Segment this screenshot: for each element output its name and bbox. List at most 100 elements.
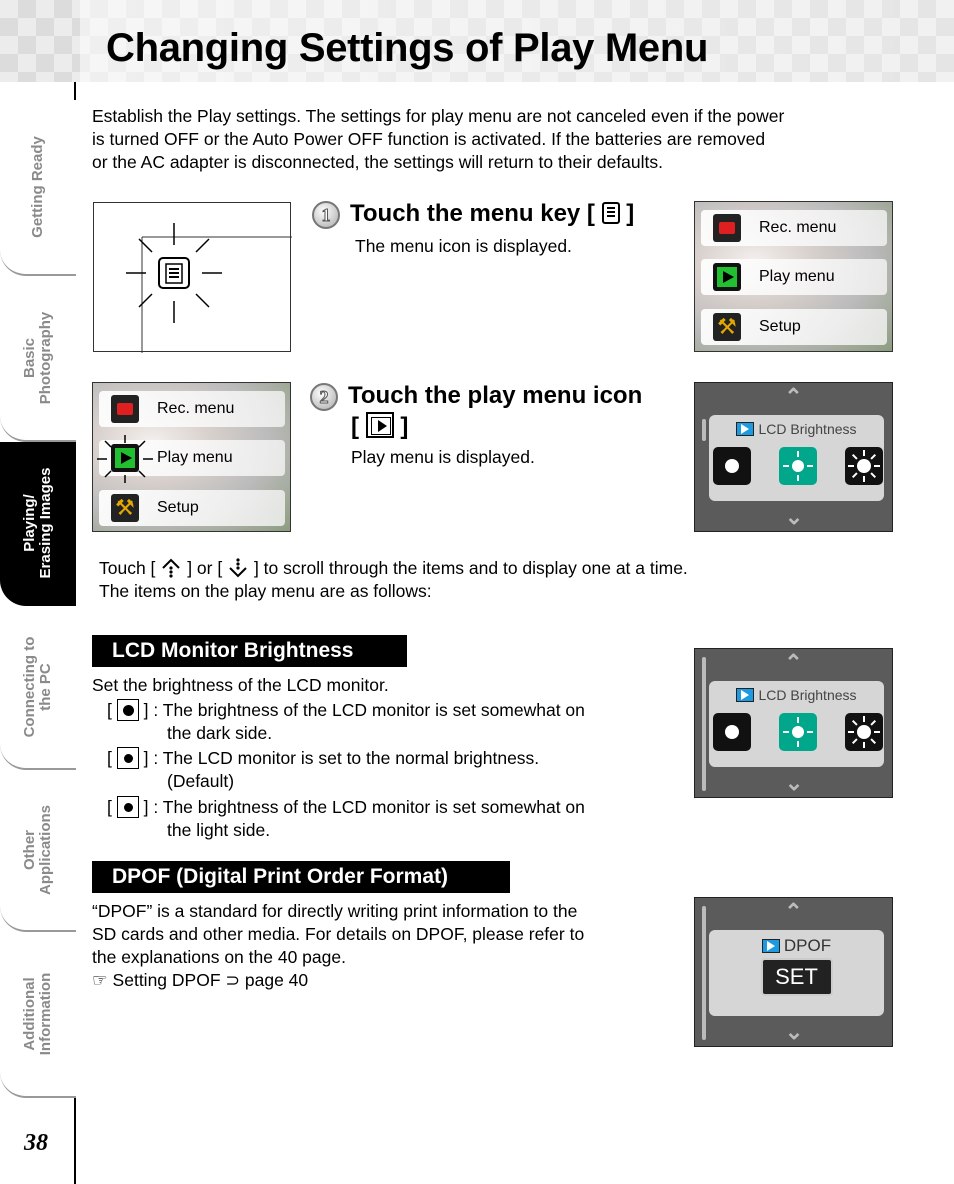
tab-playing-erasing[interactable]: Playing/ Erasing Images <box>0 442 76 606</box>
camera-icon <box>713 214 741 242</box>
dpof-line: SD cards and other media. For details on… <box>92 924 585 944</box>
scroll-up-icon <box>162 558 181 578</box>
menu-key-icon <box>601 202 620 224</box>
lcd-brightness-panel: LCD Brightness <box>709 681 884 767</box>
step2-heading: 2 Touch the play menu icon <box>310 382 642 411</box>
rec-menu-button[interactable]: Rec. menu <box>99 391 285 427</box>
step2-bracket-close: ] <box>400 413 409 440</box>
page-title: Changing Settings of Play Menu <box>106 26 709 70</box>
lcd-brightness-panel: LCD Brightness <box>709 415 884 501</box>
play-icon <box>761 939 780 953</box>
camera-menu-screen: Rec. menu Play menu Setup <box>694 201 893 352</box>
tab-label: Basic Photography <box>21 311 54 405</box>
camera-menu-screen-play-highlight: Rec. menu Play menu Setup <box>92 382 291 532</box>
lcd-item-dark: [ ] : The brightness of the LCD monitor … <box>107 699 677 745</box>
wrench-icon <box>713 313 741 341</box>
tab-label: Playing/ Erasing Images <box>21 467 54 579</box>
play-menu-button[interactable]: Play menu <box>701 259 887 295</box>
step1-heading-text: Touch the menu key [ <box>350 200 595 227</box>
lcd-brightness-title-text: LCD Brightness <box>758 421 857 437</box>
lcd-item-text: ] : The brightness of the LCD monitor is… <box>143 797 585 817</box>
dpof-line: “DPOF” is a standard for directly writin… <box>92 901 578 921</box>
lcd-item-text: ] : The brightness of the LCD monitor is… <box>143 700 585 720</box>
setup-button[interactable]: Setup <box>99 490 285 526</box>
brightness-light-icon[interactable] <box>845 447 883 485</box>
scroll-down-icon[interactable]: ⌃ <box>784 1018 803 1043</box>
rec-menu-button[interactable]: Rec. menu <box>701 210 887 246</box>
tab-other-applications[interactable]: Other Applications <box>0 770 76 932</box>
tab-getting-ready[interactable]: Getting Ready <box>0 100 76 276</box>
scroll-note-text: Touch [ <box>99 558 156 578</box>
lcd-brightness-title: LCD Brightness <box>709 421 884 437</box>
brightness-normal-icon[interactable] <box>779 447 817 485</box>
page-header: Changing Settings of Play Menu <box>0 0 954 82</box>
tab-basic-photography[interactable]: Basic Photography <box>0 276 76 442</box>
scroll-rail <box>702 419 706 441</box>
step2-number: 2 <box>310 382 338 411</box>
step2-description: Play menu is displayed. <box>351 447 535 467</box>
scroll-down-icon[interactable]: ⌃ <box>784 503 803 528</box>
lcd-item-text: the light side. <box>167 820 271 840</box>
intro-line: Establish the Play settings. The setting… <box>92 106 785 126</box>
lcd-brightness-title: LCD Brightness <box>709 687 884 703</box>
scroll-down-icon[interactable]: ⌃ <box>784 769 803 794</box>
play-menu-button[interactable]: Play menu <box>99 440 285 476</box>
lcd-brightness-screen-2: ⌃ LCD Brightness ⌃ <box>694 648 893 798</box>
brightness-dark-icon[interactable] <box>713 713 751 751</box>
bracket-open: [ <box>107 748 112 768</box>
play-menu-label: Play menu <box>157 449 233 466</box>
play-icon <box>736 688 755 702</box>
setup-label: Setup <box>157 499 199 516</box>
brightness-dark-icon <box>116 699 139 721</box>
lcd-item-text: the dark side. <box>167 723 273 743</box>
intro-line: or the AC adapter is disconnected, the s… <box>92 152 664 172</box>
step1-heading: 1 Touch the menu key [ ] <box>312 200 634 229</box>
setup-button[interactable]: Setup <box>701 309 887 345</box>
lcd-item-text: ] : The LCD monitor is set to the normal… <box>143 748 540 768</box>
menu-key-highlight-icon <box>126 223 292 353</box>
step1-heading-close: ] <box>626 200 635 227</box>
dpof-panel: DPOF SET <box>709 930 884 1016</box>
tab-label: Additional Information <box>21 972 54 1056</box>
step1-number: 1 <box>312 200 340 229</box>
lcd-section-intro: Set the brightness of the LCD monitor. <box>92 675 389 695</box>
scroll-note: Touch [ ] or [ ] to scroll through the i… <box>99 557 859 603</box>
set-button[interactable]: SET <box>760 958 833 996</box>
scroll-up-icon[interactable]: ⌃ <box>784 650 803 675</box>
scroll-rail <box>702 906 706 1040</box>
play-icon <box>713 263 741 291</box>
dpof-page-reference[interactable]: ☞ Setting DPOF ⊃ page 40 <box>92 970 309 990</box>
play-icon <box>736 422 755 436</box>
menu-key-illustration <box>93 202 292 353</box>
page-number: 38 <box>24 1130 48 1156</box>
step2-heading-text: Touch the play menu icon <box>348 382 643 409</box>
touch-highlight-icon <box>97 435 153 483</box>
scroll-up-icon[interactable]: ⌃ <box>784 899 803 924</box>
play-icon <box>111 444 139 472</box>
dpof-line: the explanations on the 40 page. <box>92 947 346 967</box>
brightness-normal-icon[interactable] <box>779 713 817 751</box>
wrench-icon <box>111 494 139 522</box>
lcd-item-text: (Default) <box>167 771 235 791</box>
tab-label: Getting Ready <box>29 136 46 238</box>
dpof-screen: ⌃ DPOF SET ⌃ <box>694 897 893 1047</box>
rec-menu-label: Rec. menu <box>759 219 837 236</box>
setup-label: Setup <box>759 318 801 335</box>
camera-icon <box>111 395 139 423</box>
brightness-light-icon[interactable] <box>845 713 883 751</box>
step1-description: The menu icon is displayed. <box>355 236 572 256</box>
play-menu-label: Play menu <box>759 268 835 285</box>
scroll-note-text: ] or [ <box>187 558 223 578</box>
tab-additional-information[interactable]: Additional Information <box>0 932 76 1098</box>
lcd-brightness-title-text: LCD Brightness <box>758 687 857 703</box>
lcd-item-normal: [ ] : The LCD monitor is set to the norm… <box>107 747 677 793</box>
tab-connecting-pc[interactable]: Connecting to the PC <box>0 606 76 770</box>
intro-paragraph: Establish the Play settings. The setting… <box>92 105 942 174</box>
tab-label: Connecting to the PC <box>21 636 54 738</box>
dpof-description: “DPOF” is a standard for directly writin… <box>92 900 682 992</box>
dpof-section-heading: DPOF (Digital Print Order Format) <box>92 861 510 893</box>
header-fade <box>80 0 954 82</box>
brightness-normal-icon <box>116 747 139 769</box>
scroll-up-icon[interactable]: ⌃ <box>784 384 803 409</box>
brightness-dark-icon[interactable] <box>713 447 751 485</box>
